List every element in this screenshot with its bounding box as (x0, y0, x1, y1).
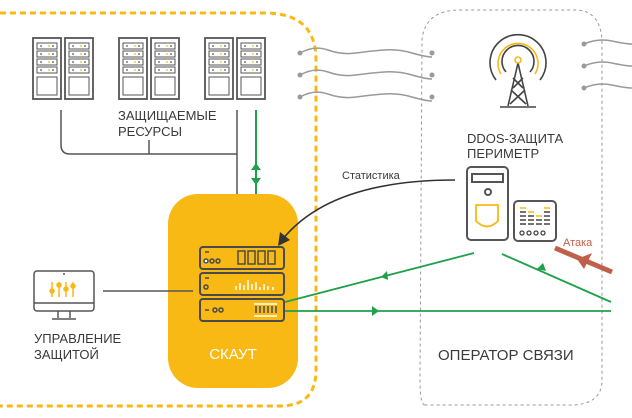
monitor-icon (33, 270, 95, 320)
skat-label: СКАУТ (209, 346, 257, 363)
attack-label: Атака (563, 237, 593, 249)
skat-appliance-1 (199, 246, 285, 270)
shield-icon (475, 204, 499, 228)
protected-resources-label-line2: РЕСУРСЫ (118, 124, 182, 139)
network-waves-left (299, 47, 433, 102)
tower-icon (489, 33, 547, 108)
operator-label: ОПЕРАТОР СВЯЗИ (438, 347, 574, 364)
protected-zone-border (0, 11, 318, 408)
server-rack-icon (150, 37, 180, 100)
ddos-server-icon (466, 166, 509, 241)
server-rack-icon (64, 37, 94, 100)
server-rack-icon (118, 37, 148, 100)
operator-zone-border (419, 9, 603, 406)
server-rack-icon (236, 37, 266, 100)
attack-arrow (554, 245, 613, 275)
server-rack-icon (32, 37, 62, 100)
network-waves-right (583, 39, 632, 89)
statistics-arrow (281, 179, 456, 241)
statistics-label: Статистика (342, 170, 401, 182)
management-label-line1: УПРАВЛЕНИЕ (34, 331, 122, 346)
management-label-line2: ЗАЩИТОЙ (34, 347, 99, 362)
traffic-flow-lines (284, 252, 612, 312)
sliders-icon (49, 282, 76, 297)
ddos-perimeter-label-line2: ПЕРИМЕТР (467, 146, 539, 161)
equalizer-device-icon (513, 200, 557, 242)
skat-appliance-3 (199, 298, 285, 322)
skat-box (168, 194, 298, 388)
server-racks (32, 37, 266, 100)
protected-resources-label-line1: ЗАЩИЩАЕМЫЕ (118, 108, 217, 123)
ddos-perimeter-label-line1: DDOS-ЗАЩИТА (467, 131, 563, 146)
server-rack-icon (204, 37, 234, 100)
skat-appliance-2 (199, 272, 285, 296)
